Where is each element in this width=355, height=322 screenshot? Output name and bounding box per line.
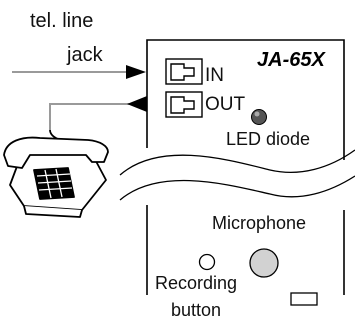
slot-rect <box>290 292 318 306</box>
led-highlight <box>254 111 260 117</box>
tel-line-label: tel. line <box>30 10 93 32</box>
telephone-icon <box>3 129 109 218</box>
button-label: button <box>171 300 221 320</box>
port-out-label: OUT <box>205 94 246 115</box>
model-title: JA-65X <box>257 49 326 71</box>
jack-label: jack <box>66 44 104 66</box>
port-out-icon <box>165 91 203 118</box>
keypad-keys <box>36 168 73 199</box>
arrow-in-icon <box>126 65 146 79</box>
led-label: LED diode <box>226 129 310 149</box>
port-in-icon <box>165 58 203 85</box>
device-body <box>146 39 345 295</box>
microphone-label: Microphone <box>212 213 306 233</box>
line-out-wire <box>49 103 130 130</box>
recording-button-icon <box>198 253 216 271</box>
port-in-label: IN <box>205 65 224 86</box>
led-icon <box>251 109 267 125</box>
break-lines <box>119 149 355 201</box>
microphone-icon <box>249 248 279 278</box>
recording-label: Recording <box>155 273 237 293</box>
arrow-out-icon <box>127 96 147 112</box>
